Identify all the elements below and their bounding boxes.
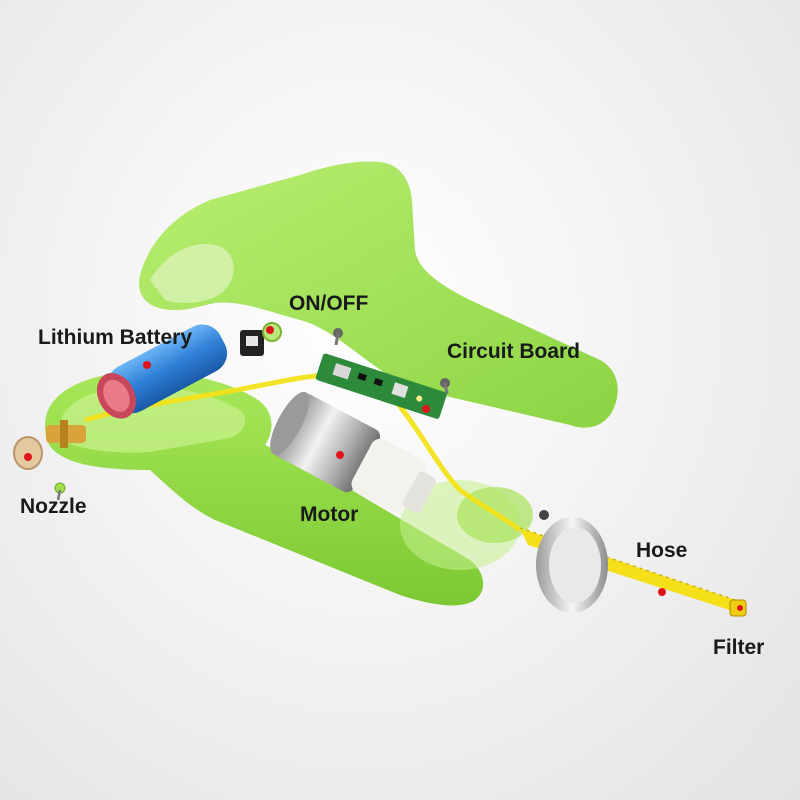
marker-battery xyxy=(143,361,151,369)
label-filter: Filter xyxy=(713,636,765,659)
marker-hose xyxy=(658,588,666,596)
motor xyxy=(270,391,436,513)
circuit-board xyxy=(315,353,447,419)
screw-hose xyxy=(539,510,549,520)
marker-motor xyxy=(336,451,344,459)
markers xyxy=(24,326,743,611)
marker-onoff xyxy=(266,326,274,334)
label-on-off: ON/OFF xyxy=(289,292,369,315)
screw-top xyxy=(333,328,343,346)
marker-nozzle xyxy=(24,453,32,461)
seal-ring xyxy=(536,517,608,613)
marker-filter xyxy=(737,605,743,611)
label-motor: Motor xyxy=(300,503,359,526)
label-hose: Hose xyxy=(636,539,688,562)
label-lithium-battery: Lithium Battery xyxy=(38,326,193,349)
marker-circuit xyxy=(422,405,430,413)
screw-nozzle xyxy=(54,482,66,501)
lithium-battery xyxy=(96,324,228,419)
top-cover xyxy=(139,161,618,428)
label-circuit-board: Circuit Board xyxy=(447,340,581,363)
label-nozzle: Nozzle xyxy=(20,495,87,518)
on-off-switch xyxy=(240,322,282,356)
screw-board xyxy=(440,378,450,395)
